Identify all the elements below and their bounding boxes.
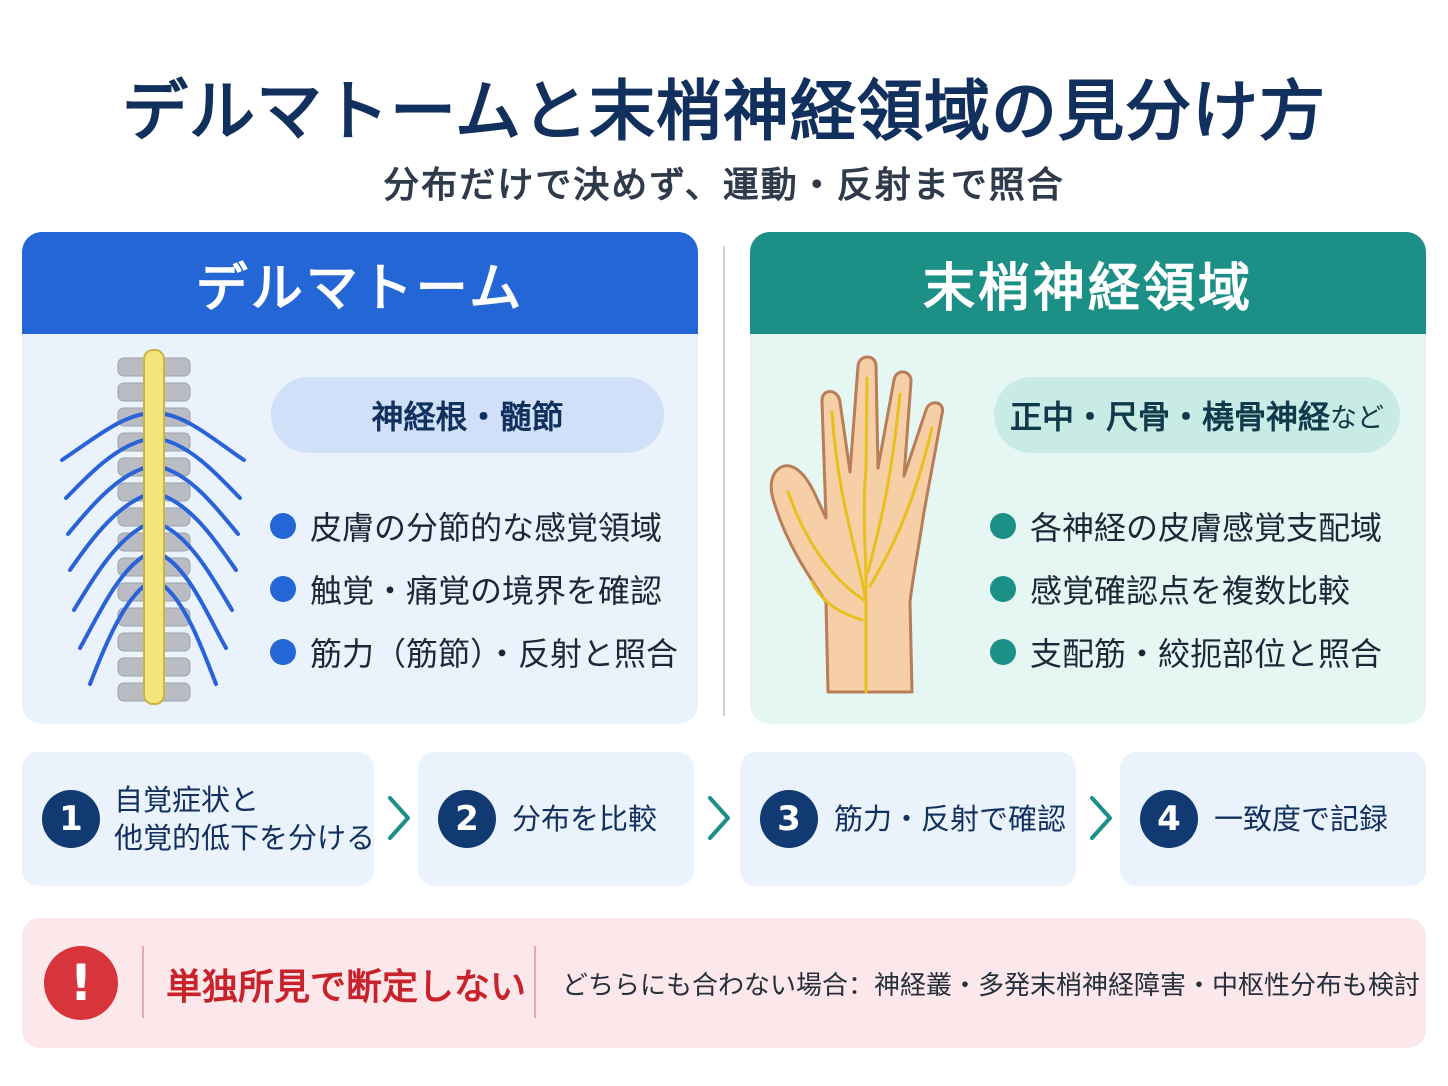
step-number: 2	[438, 790, 496, 848]
page-subtitle: 分布だけで決めず、運動・反射まで照合	[383, 165, 1065, 206]
step-2: 2 分布を比較	[418, 752, 694, 886]
peripheral-nerve-bullets: 各神経の皮膚感覚支配域 感覚確認点を複数比較 支配筋・絞扼部位と照合	[990, 494, 1382, 683]
step-label: 分布を比較	[512, 802, 658, 836]
warning-detail: どちらにも合わない場合：神経叢・多発末梢神経障害・中枢性分布も検討	[562, 971, 1421, 1001]
bullet-dot	[990, 638, 1016, 665]
step-3: 3 筋力・反射で確認	[740, 752, 1076, 886]
nerve-root-pill: 神経根・髄節	[271, 377, 664, 453]
chevron-right-icon	[1090, 796, 1112, 840]
warning-divider	[534, 946, 536, 1018]
list-item: 皮膚の分節的な感覚領域	[270, 494, 678, 557]
warning-banner: ! 単独所見で断定しない どちらにも合わない場合：神経叢・多発末梢神経障害・中枢…	[22, 918, 1426, 1048]
bullet-dot	[270, 512, 296, 539]
hand-nerve-icon	[769, 355, 945, 694]
step-number: 3	[760, 790, 818, 848]
bullet-dot	[990, 575, 1016, 602]
step-label: 一致度で記録	[1214, 802, 1389, 836]
step-label: 筋力・反射で確認	[834, 802, 1067, 836]
chevron-right-icon	[708, 796, 730, 840]
panel-divider	[723, 246, 725, 716]
step-1: 1 自覚症状と 他覚的低下を分ける	[22, 752, 376, 886]
bullet-dot	[270, 638, 296, 665]
dermatome-header: デルマトーム	[22, 232, 698, 334]
peripheral-nerve-header: 末梢神経領域	[750, 232, 1426, 334]
bullet-dot	[270, 575, 296, 602]
peripheral-nerve-panel: 末梢神経領域 正中・尺骨・橈骨神経など 各神経の皮膚感覚支配域 感覚確認点を複数…	[750, 232, 1426, 724]
list-item: 触覚・痛覚の境界を確認	[270, 557, 678, 620]
dermatome-panel: デルマトーム	[22, 232, 698, 724]
list-item: 各神経の皮膚感覚支配域	[990, 494, 1382, 557]
step-number: 4	[1140, 790, 1198, 848]
list-item: 感覚確認点を複数比較	[990, 557, 1382, 620]
warning-divider	[142, 946, 144, 1018]
warning-headline: 単独所見で断定しない	[166, 967, 527, 1008]
step-4: 4 一致度で記録	[1120, 752, 1426, 886]
list-item: 支配筋・絞扼部位と照合	[990, 620, 1382, 683]
exclamation-icon: !	[44, 946, 118, 1020]
dermatome-bullets: 皮膚の分節的な感覚領域 触覚・痛覚の境界を確認 筋力（筋節）・反射と照合	[270, 494, 678, 683]
bullet-dot	[990, 512, 1016, 539]
peripheral-nerve-pill: 正中・尺骨・橈骨神経など	[994, 377, 1400, 453]
chevron-right-icon	[388, 796, 410, 840]
spine-icon	[60, 349, 246, 705]
list-item: 筋力（筋節）・反射と照合	[270, 620, 678, 683]
step-number: 1	[42, 790, 100, 848]
step-label: 自覚症状と 他覚的低下を分ける	[114, 783, 376, 855]
page-title: デルマトームと末梢神経領域の見分け方	[121, 73, 1327, 150]
